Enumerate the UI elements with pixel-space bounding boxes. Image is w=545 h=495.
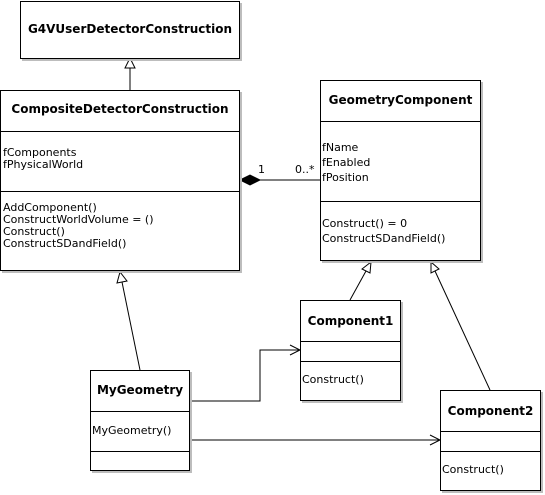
attribute: fPhysicalWorld xyxy=(3,158,84,171)
generalization-mygeometry-composite xyxy=(121,281,141,371)
attribute: fEnabled xyxy=(322,156,371,169)
operation-section: Construct() = 0 ConstructSDandField() xyxy=(321,201,480,246)
operation: Construct() = 0 xyxy=(322,217,408,230)
generalization-arrowhead xyxy=(124,56,136,69)
class-name: GeometryComponent xyxy=(328,93,473,107)
operation: Construct() xyxy=(3,225,65,238)
operation-section: AddComponent() ConstructWorldVolume = ()… xyxy=(1,191,239,250)
association-mygeometry-component1 xyxy=(190,349,300,402)
generalization-arrowhead xyxy=(116,270,128,284)
class-name: MyGeometry xyxy=(96,383,184,397)
operation: Construct() xyxy=(442,463,504,476)
attribute-section xyxy=(301,341,400,361)
class-component1[interactable]: Component1 Construct() xyxy=(300,300,401,401)
operation: Construct() xyxy=(302,373,364,386)
generalization-component2-geometry xyxy=(434,270,491,391)
attribute-section: fComponents fPhysicalWorld xyxy=(1,131,239,191)
generalization-arrowhead xyxy=(361,260,372,274)
generalization-arrowhead xyxy=(430,260,440,274)
operation-section: Construct() xyxy=(301,361,400,386)
attribute: fComponents xyxy=(3,146,77,159)
class-name: Component1 xyxy=(307,314,394,328)
class-name: CompositeDetectorConstruction xyxy=(11,102,229,116)
operation: ConstructSDandField() xyxy=(3,237,127,250)
class-mygeometry[interactable]: MyGeometry MyGeometry() xyxy=(90,370,190,471)
attribute-section: fName fEnabled fPosition xyxy=(321,121,480,201)
composition-diamond xyxy=(238,174,262,186)
operation: ConstructSDandField() xyxy=(322,232,446,245)
operation-section: Construct() xyxy=(441,451,540,476)
class-name: G4VUserDetectorConstruction xyxy=(27,22,233,36)
operation: ConstructWorldVolume = () xyxy=(3,213,154,226)
generalization-component1-geometry xyxy=(349,270,367,301)
operation: AddComponent() xyxy=(3,201,97,214)
class-geometrycomponent[interactable]: GeometryComponent fName fEnabled fPositi… xyxy=(320,80,481,261)
empty-section xyxy=(91,451,189,470)
operation-section: MyGeometry() xyxy=(91,411,189,451)
attribute: fName xyxy=(322,141,359,154)
attribute-section xyxy=(441,431,540,451)
class-name: Component2 xyxy=(447,404,534,418)
class-component2[interactable]: Component2 Construct() xyxy=(440,390,541,491)
class-g4vuserdetectorconstruction[interactable]: G4VUserDetectorConstruction xyxy=(20,1,240,59)
operation: MyGeometry() xyxy=(92,424,172,437)
class-compositedetectorconstruction[interactable]: CompositeDetectorConstruction fComponent… xyxy=(0,90,240,271)
attribute: fPosition xyxy=(322,171,369,184)
target-multiplicity: 0..* xyxy=(295,163,315,176)
source-multiplicity: 1 xyxy=(258,163,265,176)
